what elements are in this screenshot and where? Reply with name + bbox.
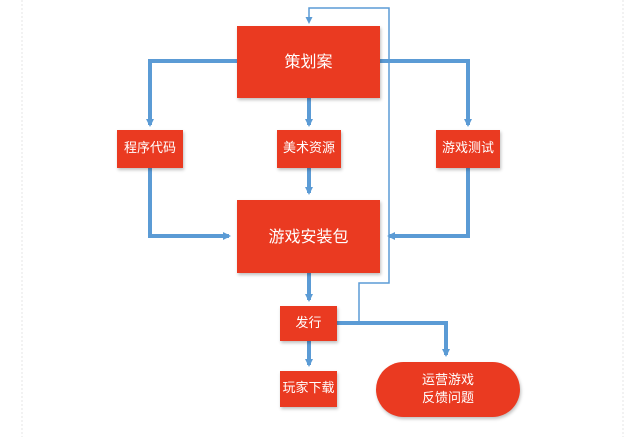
node-test: 游戏测试 xyxy=(436,130,500,168)
node-package-label: 游戏安装包 xyxy=(268,226,349,246)
edge-plan-to-test xyxy=(380,59,472,127)
node-package: 游戏安装包 xyxy=(237,200,380,273)
node-art-label: 美术资源 xyxy=(282,141,335,157)
node-download: 玩家下载 xyxy=(280,371,337,407)
node-download-label: 玩家下载 xyxy=(282,381,335,397)
node-publish-label: 发行 xyxy=(295,315,322,331)
node-art: 美术资源 xyxy=(277,130,341,168)
node-publish: 发行 xyxy=(280,306,337,341)
edge-plan-to-code xyxy=(146,59,237,127)
node-plan-label: 策划案 xyxy=(284,52,333,72)
edge-test-to-package xyxy=(387,168,470,240)
node-feedback-label: 运营游戏 反馈问题 xyxy=(421,372,474,406)
node-code: 程序代码 xyxy=(117,130,183,168)
node-plan: 策划案 xyxy=(237,26,380,98)
edge-feedback-loop xyxy=(305,7,390,323)
node-feedback: 运营游戏 反馈问题 xyxy=(376,362,520,417)
node-code-label: 程序代码 xyxy=(123,141,176,157)
edge-publish-to-feedback xyxy=(337,321,450,357)
edge-code-to-package xyxy=(148,168,231,240)
node-test-label: 游戏测试 xyxy=(441,141,494,157)
